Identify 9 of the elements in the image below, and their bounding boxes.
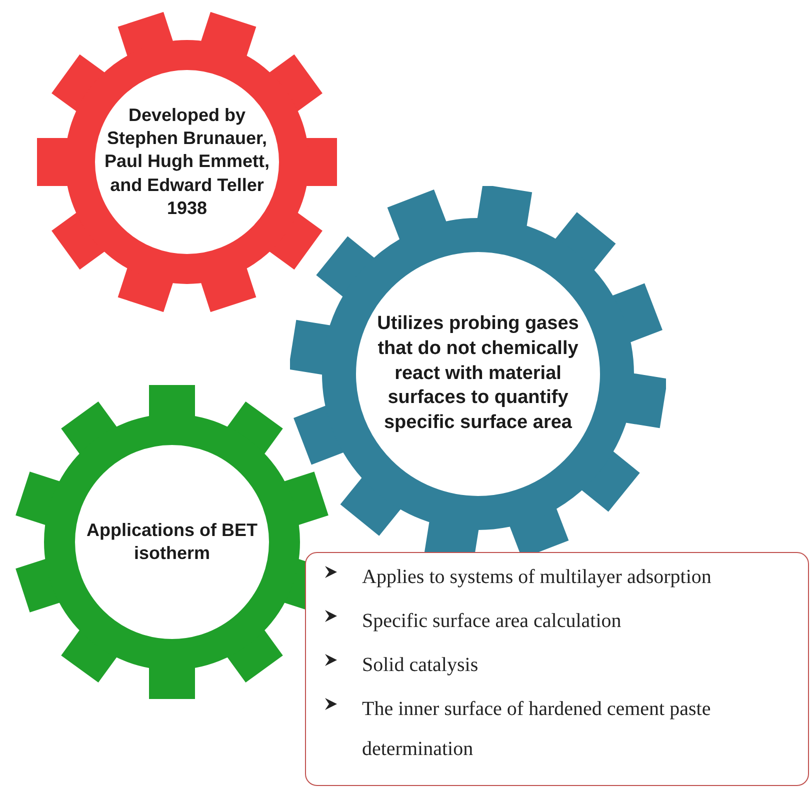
gear-text: Utilizes probing gases that do not chemically react with material surfaces to quantify specific surface area bbox=[376, 312, 580, 436]
list-box bbox=[305, 552, 809, 786]
gear-text: 1938 bbox=[166, 197, 208, 220]
gear-text: Applications of BET isotherm bbox=[86, 518, 258, 565]
list-item: Solid catalysis bbox=[362, 653, 478, 678]
list-item: Applies to systems of multilayer adsorption bbox=[362, 565, 712, 590]
gear-text: Developed by Stephen Brunauer, Paul Hugh Emmett, and Edward Teller bbox=[103, 104, 270, 197]
list-item: Specific surface area calculation bbox=[362, 609, 622, 634]
list-item: The inner surface of hardened cement paste determination bbox=[362, 697, 712, 762]
